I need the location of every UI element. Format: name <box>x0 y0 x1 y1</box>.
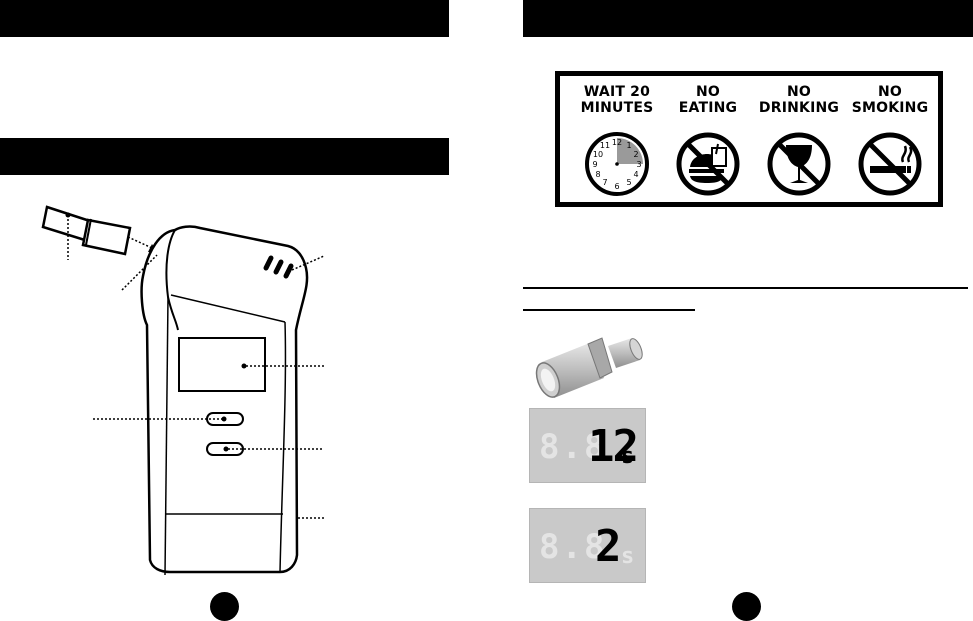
lcd-readout-ghost: 8.8 <box>539 527 607 567</box>
clock-num-7: 7 <box>602 178 607 187</box>
no-drinking-icon <box>767 132 831 196</box>
warning-panel: WAIT 20 MINUTES 12 1 2 3 4 5 6 7 8 9 10 … <box>555 71 943 207</box>
clock-num-12: 12 <box>612 138 622 147</box>
clock-num-5: 5 <box>626 178 631 187</box>
mouthpiece-photo <box>535 337 643 398</box>
section-rule-full <box>523 287 968 289</box>
section-rule-short <box>523 309 695 311</box>
clock-num-1: 1 <box>626 141 631 150</box>
device-body <box>93 225 325 576</box>
lcd-readout-digits: 2 <box>595 521 621 572</box>
warn-wait-label: WAIT 20 MINUTES <box>580 84 654 116</box>
clock-num-3: 3 <box>636 160 641 169</box>
lcd-countdown-ghost: 8.8 <box>539 427 607 467</box>
warn-drinking: NO DRINKING <box>754 84 844 196</box>
page-marker-left <box>210 592 239 621</box>
clock-num-6: 6 <box>614 182 619 191</box>
device-diagram <box>41 205 325 576</box>
warn-wait: WAIT 20 MINUTES 12 1 2 3 4 5 6 7 8 9 10 … <box>572 84 662 196</box>
lcd-countdown-unit: s <box>621 444 635 469</box>
clock-icon: 12 1 2 3 4 5 6 7 8 9 10 11 <box>585 132 649 196</box>
clock-num-4: 4 <box>633 170 638 179</box>
right-header-bar <box>523 0 973 37</box>
clock-num-9: 9 <box>592 160 597 169</box>
mouthpiece-illustration <box>41 205 158 260</box>
clock-num-2: 2 <box>633 150 638 159</box>
lcd-countdown-digits: 12 <box>588 421 639 472</box>
lcd-readout-display: 8.8 2 s <box>529 508 646 583</box>
lcd-readout-unit: s <box>621 544 635 569</box>
left-header-bar <box>0 0 449 37</box>
lcd-countdown-display: 8.8 12 s <box>529 408 646 483</box>
clock-num-10: 10 <box>593 150 603 159</box>
left-section-bar <box>0 138 449 175</box>
no-smoking-icon <box>858 132 922 196</box>
warn-eating: NO EATING <box>663 84 753 196</box>
warn-drinking-label: NO DRINKING <box>758 84 840 116</box>
no-eating-icon <box>676 132 740 196</box>
warn-eating-label: NO EATING <box>678 84 738 116</box>
clock-num-11: 11 <box>600 141 610 150</box>
warn-smoking: NO SMOKING <box>845 84 935 196</box>
clock-num-8: 8 <box>595 170 600 179</box>
page-marker-right <box>732 592 761 621</box>
warn-smoking-label: NO SMOKING <box>851 84 929 116</box>
